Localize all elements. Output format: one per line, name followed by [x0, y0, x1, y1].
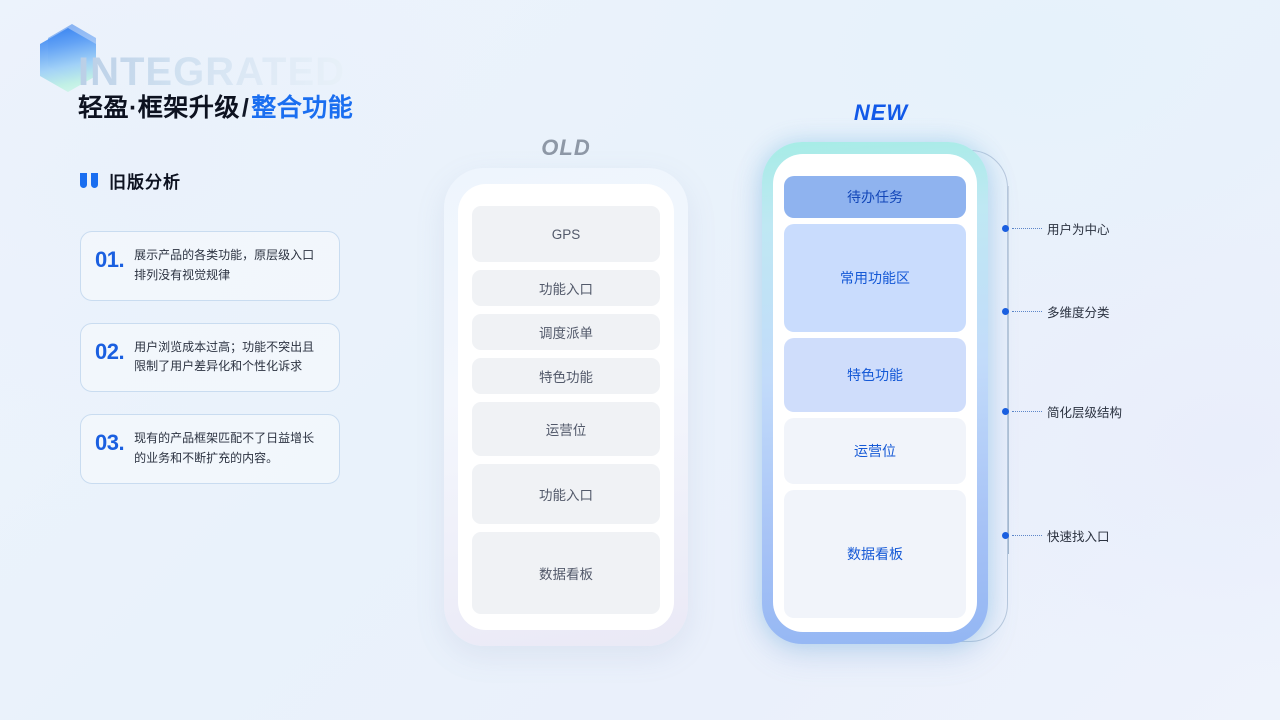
- annotation-label: 用户为中心: [1047, 223, 1110, 237]
- old-list-item[interactable]: GPS: [472, 206, 660, 262]
- new-phone-mockup: 待办任务 常用功能区 特色功能 运营位 数据看板: [762, 142, 988, 644]
- annotation-dot-icon: [1002, 308, 1009, 315]
- brand-chinese-accent: 整合功能: [251, 94, 354, 122]
- analysis-point-text: 现有的产品框架匹配不了日益增长的业务和不断扩充的内容。: [134, 431, 315, 465]
- old-phone-label: OLD: [541, 135, 591, 160]
- annotation-dot-icon: [1002, 225, 1009, 232]
- annotation-dash-icon: [1012, 411, 1042, 412]
- annotation-dot-icon: [1002, 408, 1009, 415]
- annotation-item: 用户为中心: [1002, 219, 1110, 238]
- annotation-dash-icon: [1012, 228, 1042, 229]
- annotation-dash-icon: [1012, 535, 1042, 536]
- new-list-item-todo[interactable]: 待办任务: [784, 176, 966, 218]
- old-phone-screen: GPS 功能入口 调度派单 特色功能 运营位 功能入口 数据看板: [458, 184, 674, 630]
- annotation-label: 多维度分类: [1047, 306, 1110, 320]
- old-list-item[interactable]: 调度派单: [472, 314, 660, 350]
- analysis-section-title: 旧版分析: [109, 173, 181, 192]
- brand-chinese-main: 轻盈·框架升级: [78, 94, 240, 122]
- annotation-label: 快速找入口: [1047, 530, 1110, 544]
- new-list-item-common-functions[interactable]: 常用功能区: [784, 224, 966, 332]
- old-phone-mockup: GPS 功能入口 调度派单 特色功能 运营位 功能入口 数据看板: [444, 168, 688, 646]
- analysis-point-text: 用户浏览成本过高；功能不突出且限制了用户差异化和个性化诉求: [134, 339, 315, 374]
- annotation-item: 多维度分类: [1002, 302, 1110, 321]
- new-phone-screen: 待办任务 常用功能区 特色功能 运营位 数据看板: [773, 154, 977, 632]
- analysis-point-text: 展示产品的各类功能，原层级入口排列没有视觉规律: [134, 248, 315, 282]
- annotation-dot-icon: [1002, 532, 1009, 539]
- analysis-point-number: 02.: [95, 338, 125, 364]
- new-list-item-operations[interactable]: 运营位: [784, 418, 966, 484]
- annotation-connector-line: [1008, 186, 1009, 554]
- new-list-item-dashboard[interactable]: 数据看板: [784, 490, 966, 618]
- analysis-point-card[interactable]: 02. 用户浏览成本过高；功能不突出且限制了用户差异化和个性化诉求: [80, 322, 340, 393]
- annotation-dash-icon: [1012, 311, 1042, 312]
- old-list-item[interactable]: 特色功能: [472, 358, 660, 394]
- brand-slash: /: [241, 94, 250, 122]
- old-list-item[interactable]: 运营位: [472, 402, 660, 456]
- old-list-item[interactable]: 功能入口: [472, 464, 660, 524]
- quote-icon: [80, 172, 100, 189]
- brand-english-title: INTEGRATED: [78, 50, 346, 94]
- brand-chinese-title: 轻盈·框架升级/整合功能: [78, 88, 353, 124]
- annotation-item: 快速找入口: [1002, 526, 1110, 545]
- analysis-section-header: 旧版分析: [80, 168, 340, 193]
- old-list-item[interactable]: 数据看板: [472, 532, 660, 614]
- analysis-point-card[interactable]: 03. 现有的产品框架匹配不了日益增长的业务和不断扩充的内容。: [80, 414, 340, 484]
- annotation-item: 简化层级结构: [1002, 402, 1122, 421]
- old-list-item[interactable]: 功能入口: [472, 270, 660, 306]
- new-list-item-featured[interactable]: 特色功能: [784, 338, 966, 412]
- analysis-column: 旧版分析 01. 展示产品的各类功能，原层级入口排列没有视觉规律 02. 用户浏…: [80, 168, 340, 506]
- analysis-point-number: 03.: [95, 430, 125, 456]
- new-phone-label: NEW: [853, 100, 909, 125]
- annotation-label: 简化层级结构: [1047, 406, 1123, 420]
- analysis-point-number: 01.: [95, 247, 125, 272]
- analysis-point-card[interactable]: 01. 展示产品的各类功能，原层级入口排列没有视觉规律: [80, 231, 340, 301]
